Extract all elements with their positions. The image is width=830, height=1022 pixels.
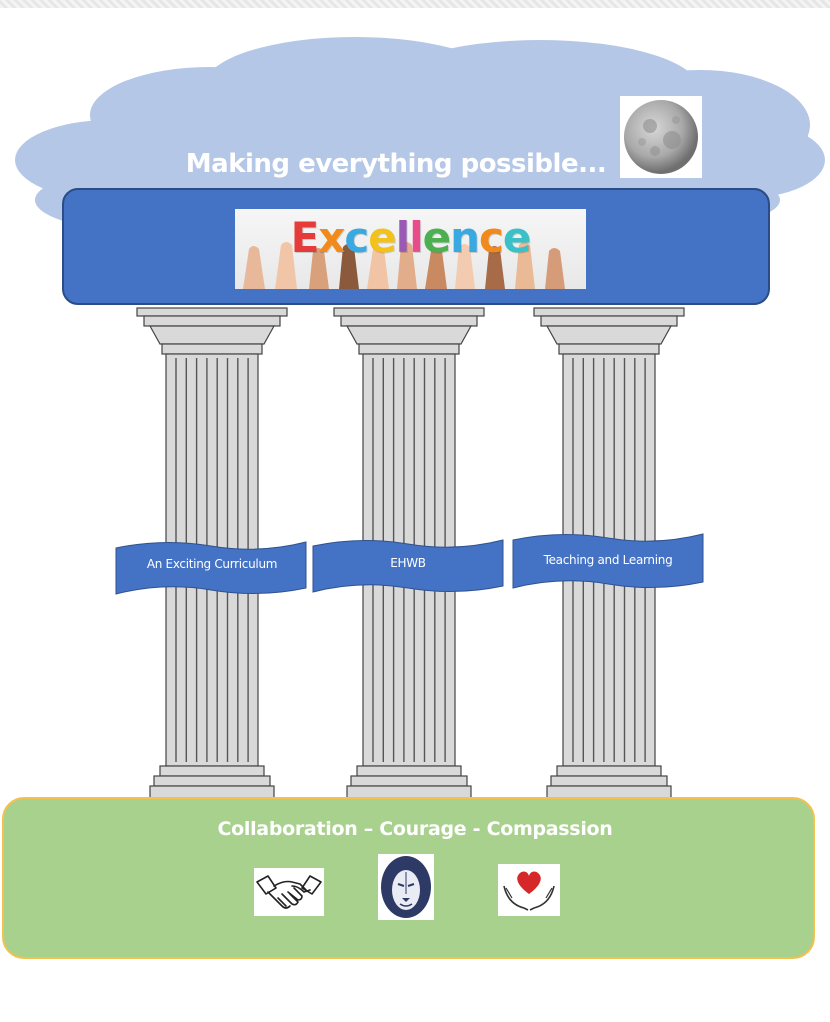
handshake-icon: [254, 868, 324, 916]
excellence-letter: e: [368, 213, 396, 262]
ribbon-label-curriculum: An Exciting Curriculum: [146, 557, 278, 571]
ribbon-label-teaching: Teaching and Learning: [543, 553, 673, 567]
excellence-letter: c: [344, 213, 369, 262]
excellence-letter: c: [479, 213, 504, 262]
excellence-letter: x: [318, 213, 345, 262]
excellence-word: Excellence: [235, 215, 586, 261]
excellence-letter: l: [395, 213, 410, 262]
tagline: Making everything possible...: [185, 149, 607, 179]
excellence-letter: e: [422, 213, 451, 262]
moon-icon: [620, 96, 702, 178]
ribbon-banner: [312, 539, 504, 593]
heart-in-hands-icon: [498, 864, 560, 916]
top-strip: [0, 0, 830, 8]
excellence-letter: E: [290, 213, 320, 262]
ribbon-banner: [115, 541, 307, 595]
excellence-image: Excellence: [235, 209, 586, 289]
values-title: Collaboration – Courage - Compassion: [217, 818, 613, 840]
ribbon-banner: [512, 533, 704, 589]
lion-icon: [378, 854, 434, 920]
ribbon-label-ehwb: EHWB: [390, 556, 426, 570]
excellence-letter: l: [409, 213, 423, 262]
excellence-letter: e: [502, 213, 531, 262]
excellence-letter: n: [450, 213, 480, 262]
raised-hands-picture: [243, 242, 565, 289]
